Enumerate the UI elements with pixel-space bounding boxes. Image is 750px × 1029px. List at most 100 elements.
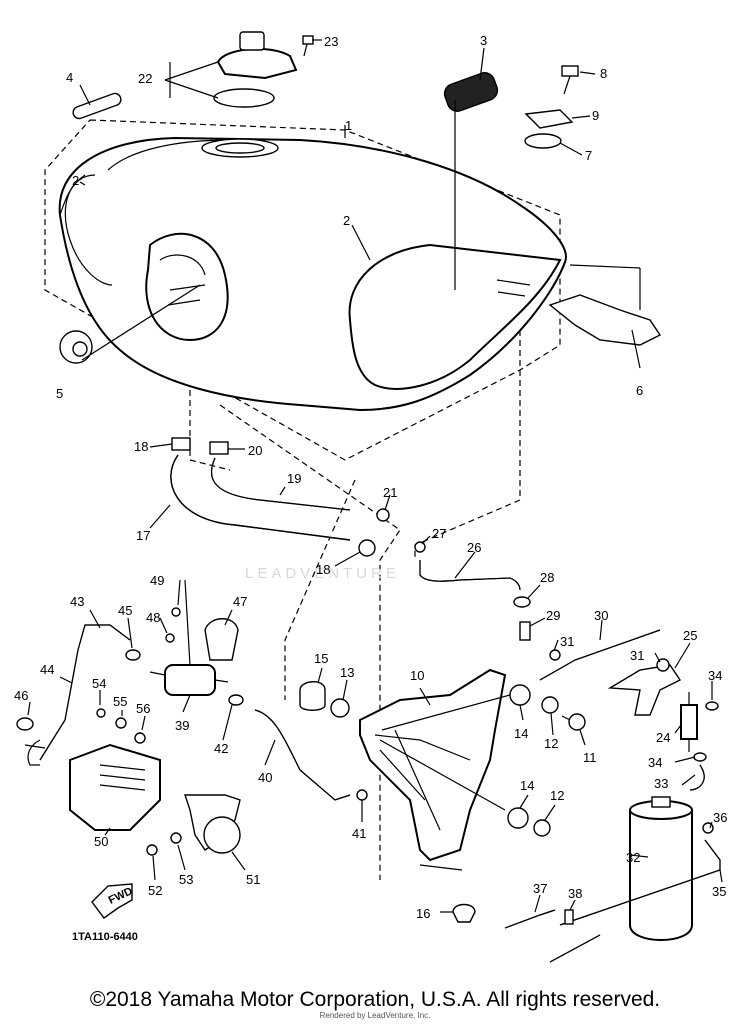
washer-56[interactable] — [134, 732, 146, 744]
damper-14b[interactable] — [507, 807, 529, 829]
bracket-47[interactable] — [204, 618, 239, 661]
clip-46[interactable] — [16, 717, 34, 731]
part-label-11[interactable]: 11 — [583, 750, 597, 765]
part-label-33[interactable]: 33 — [654, 776, 668, 791]
fuel-pump-50[interactable] — [69, 743, 161, 831]
part-label-55[interactable]: 55 — [113, 694, 127, 709]
part-label-12[interactable]: 12 — [544, 736, 558, 751]
bracket-10[interactable] — [359, 668, 507, 862]
emblem-strip[interactable] — [71, 92, 122, 120]
clamp-18[interactable] — [171, 437, 191, 451]
part-label-5[interactable]: 5 — [56, 386, 63, 401]
part-label-29[interactable]: 29 — [546, 608, 560, 623]
part-label-6[interactable]: 6 — [636, 383, 643, 398]
part-label-46[interactable]: 46 — [14, 688, 28, 703]
clip-28[interactable] — [513, 596, 531, 608]
part-label-54[interactable]: 54 — [92, 676, 106, 691]
grommet-16[interactable] — [452, 903, 476, 923]
washer-12b[interactable] — [533, 819, 551, 837]
clamp-21[interactable] — [376, 508, 390, 522]
canister-32[interactable] — [629, 796, 693, 941]
part-label-13[interactable]: 13 — [340, 665, 354, 680]
part-label-39[interactable]: 39 — [175, 718, 189, 733]
hose-26[interactable] — [419, 560, 521, 591]
part-label-42[interactable]: 42 — [214, 741, 228, 756]
part-label-51[interactable]: 51 — [246, 872, 260, 887]
part-label-8[interactable]: 8 — [600, 66, 607, 81]
part-label-14[interactable]: 14 — [514, 726, 528, 741]
part-label-23[interactable]: 23 — [324, 34, 338, 49]
part-label-37[interactable]: 37 — [533, 881, 547, 896]
part-label-49[interactable]: 49 — [150, 573, 164, 588]
clamp-18b[interactable] — [358, 539, 376, 557]
collar-15[interactable] — [299, 681, 326, 711]
washer-7[interactable] — [524, 133, 562, 149]
part-label-22[interactable]: 22 — [138, 71, 152, 86]
part-label-48[interactable]: 48 — [146, 610, 160, 625]
nut-55[interactable] — [115, 717, 127, 729]
part-label-50[interactable]: 50 — [94, 834, 108, 849]
part-label-14b[interactable]: 14 — [520, 778, 534, 793]
plate-9[interactable] — [524, 109, 574, 129]
clip-38[interactable] — [564, 909, 574, 925]
part-label-44[interactable]: 44 — [40, 662, 54, 677]
part-label-32[interactable]: 32 — [626, 850, 640, 865]
part-label-3[interactable]: 3 — [480, 33, 487, 48]
fuel-cap-22[interactable] — [213, 31, 298, 108]
part-label-4[interactable]: 4 — [66, 70, 73, 85]
part-label-20[interactable]: 20 — [248, 443, 262, 458]
part-label-31[interactable]: 31 — [560, 634, 574, 649]
fuel-filter-24[interactable] — [680, 692, 698, 752]
part-label-17[interactable]: 17 — [136, 528, 150, 543]
damper-13[interactable] — [330, 698, 350, 718]
part-label-2b[interactable]: 2 — [343, 213, 350, 228]
part-label-9[interactable]: 9 — [592, 108, 599, 123]
bolt-52[interactable] — [146, 844, 158, 856]
clip-45[interactable] — [125, 649, 141, 661]
hose-44[interactable] — [39, 624, 131, 761]
clip-34[interactable] — [705, 701, 719, 711]
clip-42[interactable] — [228, 694, 244, 706]
part-label-34b[interactable]: 34 — [648, 755, 662, 770]
part-label-45[interactable]: 45 — [118, 603, 132, 618]
part-label-18[interactable]: 18 — [134, 439, 148, 454]
part-label-47[interactable]: 47 — [233, 594, 247, 609]
bolt-8[interactable] — [561, 65, 579, 95]
bolt-48[interactable] — [165, 633, 175, 643]
part-label-31b[interactable]: 31 — [630, 648, 644, 663]
joint-29[interactable] — [519, 621, 531, 641]
part-label-35[interactable]: 35 — [712, 884, 726, 899]
part-label-10[interactable]: 10 — [410, 668, 424, 683]
part-label-2[interactable]: 2 — [72, 173, 79, 188]
hose-17[interactable] — [170, 454, 351, 541]
part-label-16[interactable]: 16 — [416, 906, 430, 921]
part-label-1[interactable]: 1 — [345, 118, 352, 133]
washer-49[interactable] — [171, 607, 181, 617]
part-label-52[interactable]: 52 — [148, 883, 162, 898]
bracket-25[interactable] — [607, 664, 682, 716]
part-label-43[interactable]: 43 — [70, 594, 84, 609]
part-label-27[interactable]: 27 — [432, 526, 446, 541]
part-label-41[interactable]: 41 — [352, 826, 366, 841]
tank-emblem[interactable] — [442, 70, 500, 114]
part-label-34[interactable]: 34 — [708, 668, 722, 683]
washer-12[interactable] — [541, 696, 559, 714]
clamp-20[interactable] — [209, 441, 229, 455]
fuel-filter-39[interactable] — [149, 664, 229, 696]
part-label-36[interactable]: 36 — [713, 810, 727, 825]
tank-bracket-6[interactable] — [548, 294, 662, 346]
clamp-27[interactable] — [414, 541, 426, 553]
damper-14[interactable] — [509, 684, 531, 706]
part-label-30[interactable]: 30 — [594, 608, 608, 623]
bolt-54[interactable] — [96, 708, 106, 718]
part-label-40[interactable]: 40 — [258, 770, 272, 785]
clip-34b[interactable] — [693, 752, 707, 762]
washer-53[interactable] — [170, 832, 182, 844]
bolt-11[interactable] — [568, 713, 586, 731]
part-label-28[interactable]: 28 — [540, 570, 554, 585]
part-label-15[interactable]: 15 — [314, 651, 328, 666]
fuel-tank[interactable] — [58, 136, 567, 412]
part-label-12b[interactable]: 12 — [550, 788, 564, 803]
clip-31[interactable] — [549, 649, 561, 661]
part-label-21[interactable]: 21 — [383, 485, 397, 500]
